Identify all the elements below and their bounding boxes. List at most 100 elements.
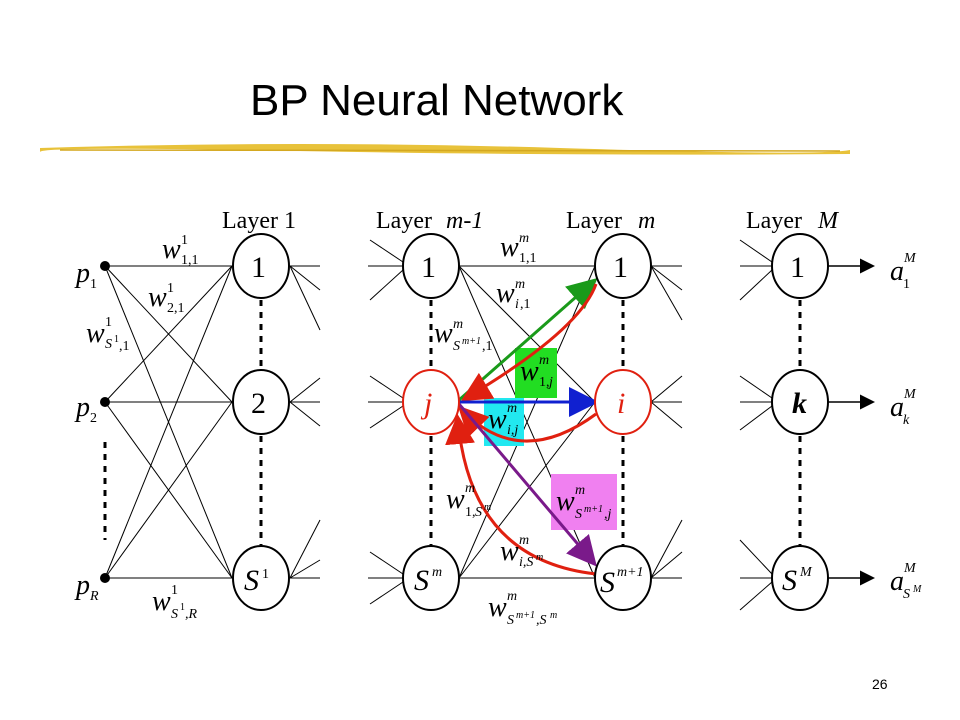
node-layer1-S1 — [232, 545, 290, 611]
svg-text:m: m — [484, 502, 491, 513]
svg-text:w: w — [556, 486, 575, 517]
svg-text:w: w — [162, 234, 181, 265]
node-layer-m-minus-1-1 — [402, 233, 460, 299]
layer1-label: Layer 1 — [222, 208, 296, 234]
svg-text:w: w — [446, 484, 465, 515]
title-underline — [40, 144, 850, 155]
svg-text:2: 2 — [90, 411, 97, 426]
svg-text:S: S — [453, 339, 460, 354]
svg-text:M: M — [912, 584, 922, 595]
svg-text:R: R — [89, 589, 99, 604]
svg-text:S: S — [575, 507, 582, 522]
weight-box-pink — [551, 474, 617, 530]
layer-M-label: Layer — [746, 208, 802, 234]
svg-text:w: w — [488, 592, 507, 623]
svg-text:m+1: m+1 — [516, 610, 535, 621]
svg-text:w: w — [148, 282, 167, 313]
svg-text:1: 1 — [903, 277, 910, 292]
node-label-lm1-j: j — [420, 387, 432, 420]
node-layer-m-1 — [594, 233, 652, 299]
svg-text:M: M — [903, 387, 917, 402]
node-label-lm-1: 1 — [613, 251, 628, 284]
svg-text:S: S — [507, 613, 514, 628]
svg-text:2,1: 2,1 — [167, 301, 185, 316]
node-label-lm1-1: 1 — [421, 251, 436, 284]
svg-text:m: m — [507, 589, 517, 604]
node-layer-M-1 — [771, 233, 829, 299]
svg-text:S: S — [782, 564, 797, 597]
svg-text:M: M — [903, 251, 917, 266]
svg-text:m+1: m+1 — [584, 504, 603, 515]
svg-text:m: m — [465, 481, 475, 496]
svg-text:m: m — [519, 231, 529, 246]
svg-text:w: w — [500, 536, 519, 567]
svg-text:S: S — [414, 564, 429, 597]
svg-text:,1: ,1 — [482, 339, 493, 354]
svg-text:k: k — [903, 413, 910, 428]
node-layer1-2 — [232, 369, 290, 435]
svg-text:1,: 1, — [465, 505, 476, 520]
node-layer-m-i — [594, 369, 652, 435]
layer-m-minus-1-stubs — [368, 239, 404, 605]
svg-text:m: m — [550, 610, 557, 621]
svg-text:M: M — [903, 561, 917, 576]
svg-text:i,j: i,j — [507, 423, 518, 438]
node-label-l1-2: 2 — [251, 387, 266, 420]
svg-text:M: M — [799, 565, 813, 580]
svg-text:a: a — [890, 256, 904, 287]
input-dot-p1 — [100, 261, 110, 271]
svg-text:m: m — [453, 317, 463, 332]
svg-text:,1: ,1 — [520, 297, 531, 312]
node-label-l1-1: 1 — [251, 251, 266, 284]
arrow-red-top — [460, 283, 598, 402]
svg-text:w: w — [520, 356, 539, 387]
svg-text:w: w — [488, 404, 507, 435]
layer-m-stubs — [650, 265, 683, 579]
layer-m-minus-1-index: m-1 — [446, 208, 483, 234]
svg-text:1,1: 1,1 — [181, 253, 199, 268]
svg-text:m: m — [432, 565, 442, 580]
svg-text:,S: ,S — [536, 613, 547, 628]
input-dot-p2 — [100, 397, 110, 407]
svg-text:m: m — [539, 353, 549, 368]
weight-box-green — [515, 348, 557, 398]
layer1-stubs — [289, 265, 321, 579]
svg-text:w: w — [152, 586, 171, 617]
svg-text:m: m — [515, 277, 525, 292]
svg-text:m: m — [519, 533, 529, 548]
svg-text:w: w — [86, 318, 105, 349]
svg-text:1: 1 — [105, 315, 112, 330]
node-label-lM-1: 1 — [790, 251, 805, 284]
page-number: 26 — [872, 676, 888, 692]
svg-text:1: 1 — [180, 602, 185, 613]
svg-text:w: w — [500, 232, 519, 263]
svg-text:S: S — [600, 566, 615, 599]
svg-text:S: S — [475, 505, 482, 520]
svg-text:,R: ,R — [185, 607, 198, 622]
svg-text:a: a — [890, 566, 904, 597]
svg-text:m: m — [575, 483, 585, 498]
svg-text:1,1: 1,1 — [519, 251, 537, 266]
svg-text:i: i — [515, 297, 519, 312]
arrow-purple — [457, 403, 597, 567]
svg-text:,1: ,1 — [119, 339, 130, 354]
svg-text:p: p — [74, 570, 90, 601]
slide-title: BP Neural Network — [250, 76, 624, 125]
